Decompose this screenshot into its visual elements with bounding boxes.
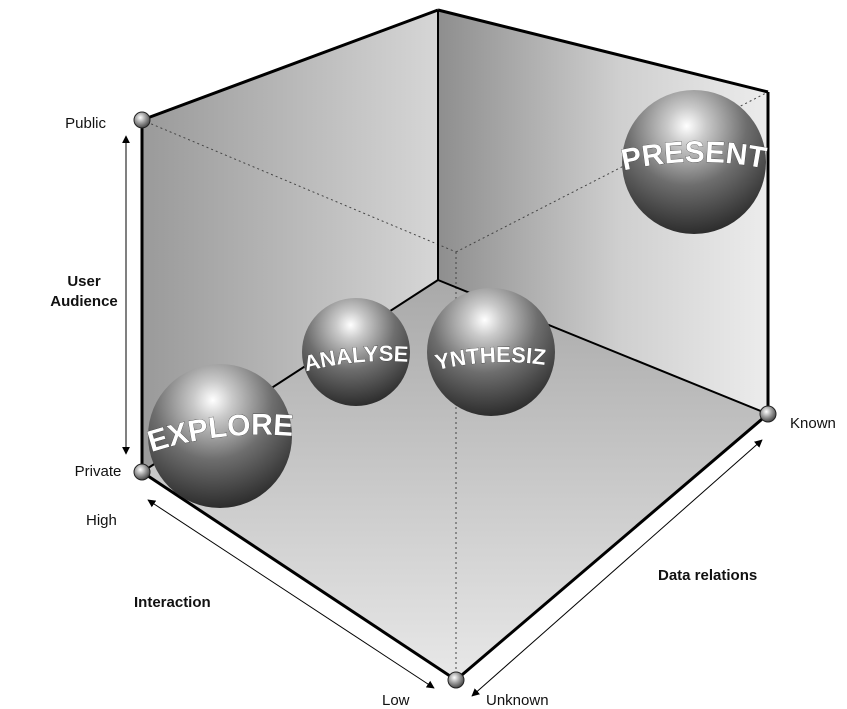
unknown-label: Unknown <box>486 692 549 709</box>
unknown-corner-knob <box>447 671 465 689</box>
public-label: Public <box>65 115 106 132</box>
low-label: Low <box>382 692 410 709</box>
user-audience-title-line2: Audience <box>50 293 118 310</box>
high-label: High <box>86 512 117 529</box>
sphere-explore: EXPLORE <box>144 364 295 508</box>
private-corner-knob <box>133 463 151 481</box>
data-relations-arrow <box>471 439 763 697</box>
sphere-analyse: ANALYSE <box>301 298 410 406</box>
floor <box>142 280 768 680</box>
interaction-title: Interaction <box>134 594 211 611</box>
sphere-label-present: PRESENT <box>619 136 769 177</box>
interaction-arrow <box>147 499 435 689</box>
left-wall <box>142 10 438 472</box>
private-label: Private <box>75 463 122 480</box>
known-label: Known <box>790 415 836 432</box>
known-corner-knob <box>759 405 777 423</box>
public-corner-knob <box>133 111 151 129</box>
user-audience-title-line1: User <box>67 273 101 290</box>
sphere-present: PRESENT <box>618 90 769 234</box>
data-relations-title: Data relations <box>658 567 757 584</box>
